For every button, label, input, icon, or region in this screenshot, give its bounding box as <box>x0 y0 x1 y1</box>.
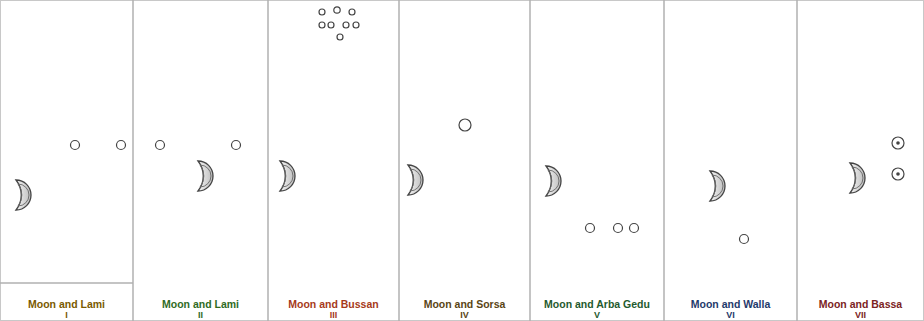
moon-inner-outline <box>18 184 29 206</box>
star <box>353 22 359 28</box>
star-circle <box>319 9 325 15</box>
crescent-moon <box>198 161 213 191</box>
symbol-panel: Moon and BussanIII <box>268 0 399 321</box>
star-circle <box>232 141 241 150</box>
panel-caption: Moon and Bassa <box>819 298 902 310</box>
star-circle <box>459 119 471 131</box>
star-circle <box>586 224 595 233</box>
moon-inner-outline <box>200 165 211 187</box>
panel-number: V <box>594 310 600 320</box>
moon-outline <box>710 171 725 201</box>
symbol-panel: Moon and LamiII <box>133 0 268 321</box>
panel-number: VI <box>726 310 735 320</box>
star <box>319 22 325 28</box>
star-circle <box>349 9 355 15</box>
panel-number: II <box>198 310 203 320</box>
crescent-moon <box>16 180 31 210</box>
star <box>71 141 80 150</box>
star-circle <box>892 137 904 149</box>
star <box>740 235 749 244</box>
star-circle <box>319 22 325 28</box>
crescent-moon <box>850 163 865 193</box>
star <box>117 141 126 150</box>
star-circle <box>156 141 165 150</box>
panel-separators <box>133 0 797 321</box>
star <box>156 141 165 150</box>
crescent-moon <box>408 165 423 195</box>
star <box>586 224 595 233</box>
symbol-panel: Moon and BassaVII <box>797 0 924 321</box>
crescent-moon <box>280 161 295 191</box>
moon-outline <box>16 180 31 210</box>
panel-number: I <box>65 310 68 320</box>
baseline <box>0 282 133 284</box>
moon-outline <box>198 161 213 191</box>
star <box>232 141 241 150</box>
panel-caption: Moon and Lami <box>28 298 105 310</box>
star <box>334 7 340 13</box>
crescent-moon <box>710 171 725 201</box>
star <box>630 224 639 233</box>
star <box>459 119 471 131</box>
star-circle <box>117 141 126 150</box>
moon-inner-outline <box>712 175 723 197</box>
star-circle <box>337 34 343 40</box>
star-circle <box>892 168 904 180</box>
moon-inner-outline <box>548 170 559 192</box>
panel-number: III <box>330 310 338 320</box>
panel-caption: Moon and Sorsa <box>424 298 506 310</box>
moon-outline <box>546 166 561 196</box>
moon-outline <box>280 161 295 191</box>
star <box>614 224 623 233</box>
star <box>892 168 904 180</box>
symbol-panel: Moon and Arba GeduV <box>530 0 664 321</box>
star <box>892 137 904 149</box>
moon-outline <box>850 163 865 193</box>
panel-caption: Moon and Walla <box>691 298 771 310</box>
star <box>337 34 343 40</box>
moon-outline <box>408 165 423 195</box>
star-circle <box>71 141 80 150</box>
star <box>319 9 325 15</box>
star <box>349 9 355 15</box>
crescent-moon <box>546 166 561 196</box>
panel-caption: Moon and Arba Gedu <box>544 298 650 310</box>
star-circle <box>343 22 349 28</box>
symbol-panel: Moon and WallaVI <box>664 0 797 321</box>
panel-number: IV <box>460 310 469 320</box>
star <box>328 22 334 28</box>
symbol-panel: Moon and SorsaIV <box>399 0 530 321</box>
panel-caption: Moon and Bussan <box>288 298 378 310</box>
star-circle <box>353 22 359 28</box>
panel-caption: Moon and Lami <box>162 298 239 310</box>
moon-inner-outline <box>852 167 863 189</box>
star-dot <box>896 172 900 176</box>
star-dot <box>896 141 900 145</box>
star-circle <box>614 224 623 233</box>
star-circle <box>328 22 334 28</box>
symbol-panel: Moon and LamiI <box>0 0 133 321</box>
star-circle <box>740 235 749 244</box>
star <box>343 22 349 28</box>
moon-inner-outline <box>282 165 293 187</box>
star-circle <box>630 224 639 233</box>
panel-number: VII <box>855 310 866 320</box>
star-circle <box>334 7 340 13</box>
moon-inner-outline <box>410 169 421 191</box>
